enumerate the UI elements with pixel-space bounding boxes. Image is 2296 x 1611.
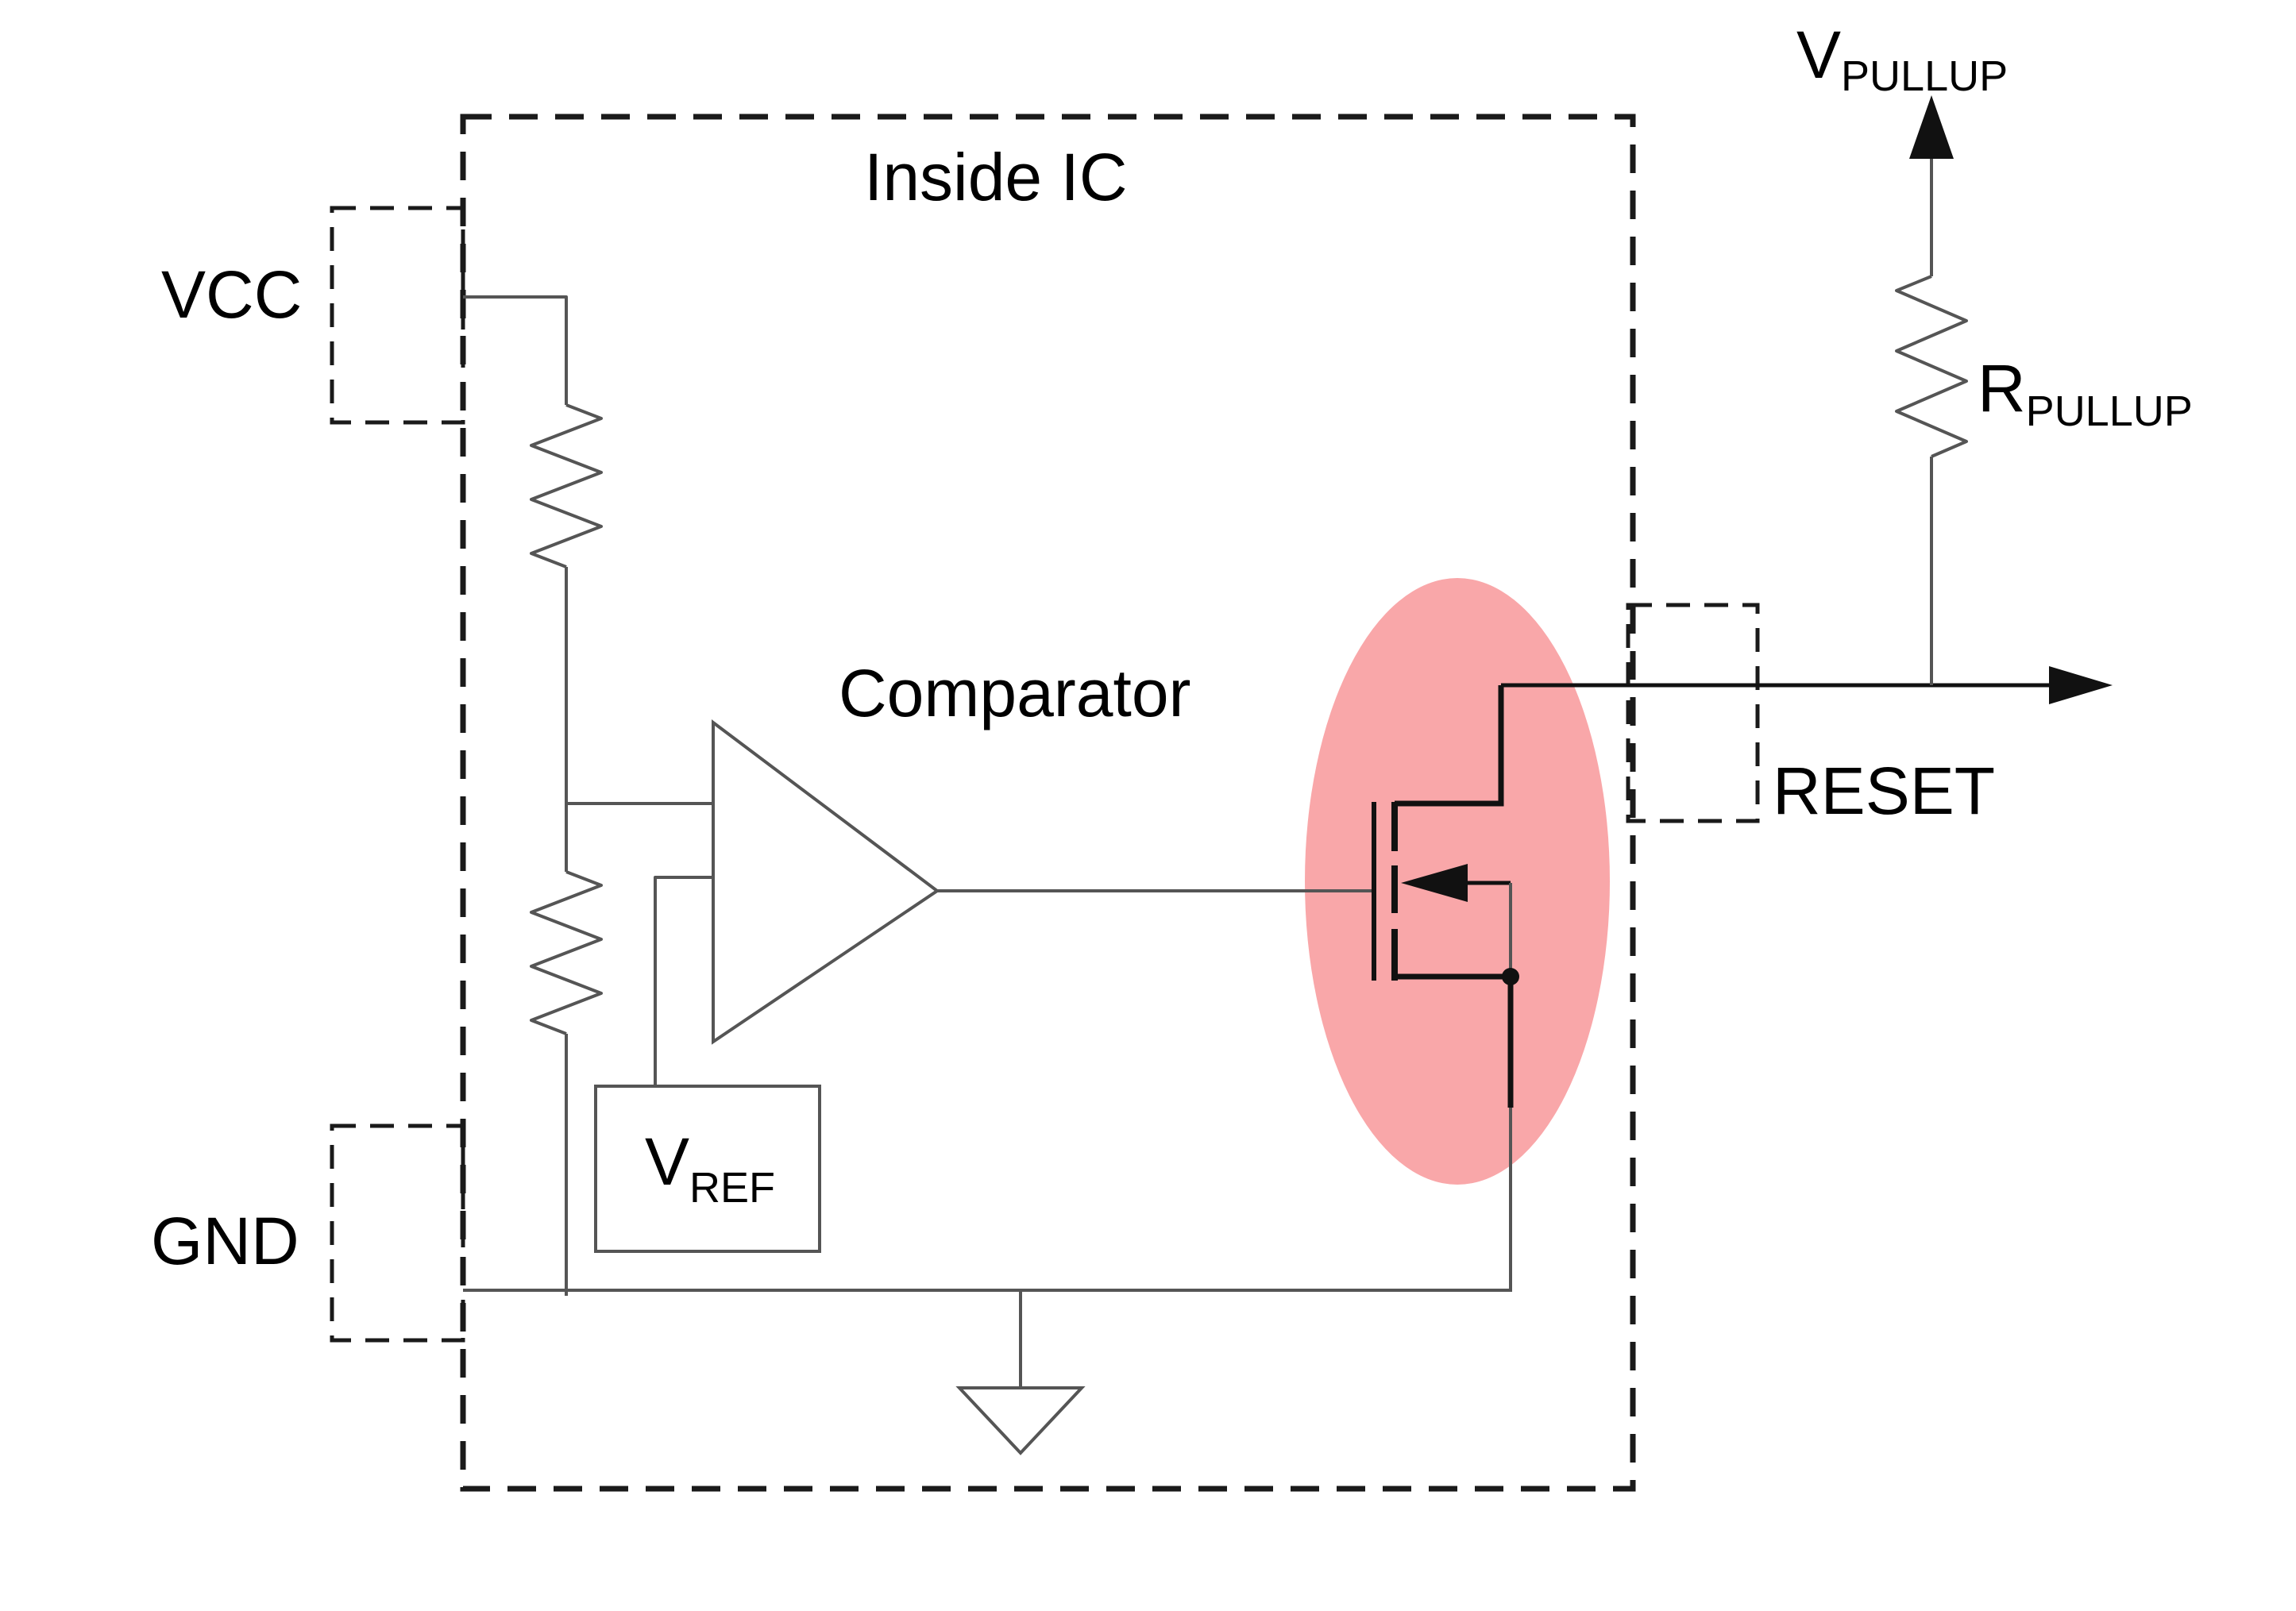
lower-resistor bbox=[530, 870, 603, 1035]
vref-label: VREF bbox=[645, 1124, 775, 1212]
reset-label: RESET bbox=[1773, 753, 1995, 828]
ground-icon bbox=[955, 1386, 1086, 1455]
vpullup-label: VPULLUP bbox=[1796, 17, 2008, 100]
pullup-network bbox=[1895, 159, 1968, 685]
voltage-divider bbox=[463, 295, 713, 1296]
gnd-label: GND bbox=[151, 1204, 299, 1278]
reset-output-arrow-icon bbox=[2049, 666, 2113, 704]
source-junction-dot bbox=[1502, 968, 1519, 985]
vcc-label: VCC bbox=[161, 257, 302, 332]
body-arrow-icon bbox=[1401, 864, 1468, 902]
vcc-wire bbox=[463, 295, 568, 405]
pullup-resistor bbox=[1895, 275, 1968, 458]
comparator-label: Comparator bbox=[839, 656, 1191, 730]
output-transistor bbox=[1372, 685, 1514, 1108]
vref-box bbox=[594, 1085, 821, 1253]
ic-label: Inside IC bbox=[864, 140, 1128, 214]
vpullup-arrow-icon bbox=[1909, 95, 1954, 159]
upper-resistor bbox=[530, 403, 603, 568]
vcc-pin-box bbox=[330, 206, 465, 425]
gnd-pin-box bbox=[330, 1123, 465, 1343]
vref-wire bbox=[654, 876, 713, 1086]
drain-wire bbox=[1395, 685, 1504, 807]
reset-pin-box bbox=[1626, 603, 1760, 823]
ground-bus bbox=[463, 1108, 1512, 1388]
comparator-symbol bbox=[712, 719, 940, 1045]
ic-boundary bbox=[460, 114, 1636, 1492]
rpullup-label: RPULLUP bbox=[1978, 351, 2193, 435]
